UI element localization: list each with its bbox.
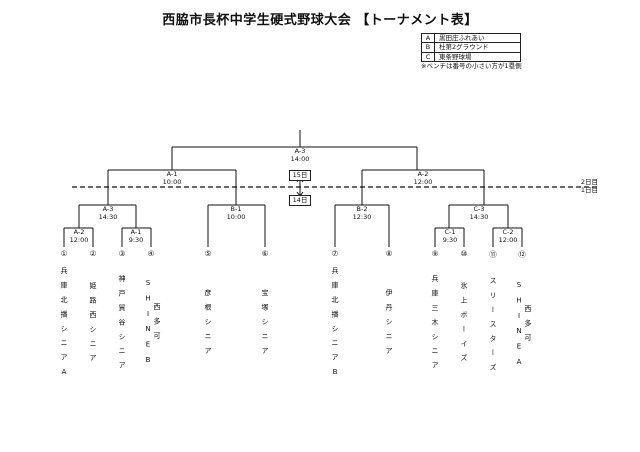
match-time: 14:30 (98, 212, 118, 221)
match-code: B-2 (356, 205, 368, 213)
match-time: 12:00 (69, 235, 89, 244)
match-qf2: B-1 10:00 (216, 205, 256, 221)
team-name: 神戸貿谷シニア (118, 274, 126, 376)
team-name: スリースターズ (489, 276, 497, 378)
team-entry: ⑧ 伊丹シニア (382, 249, 396, 390)
team-entry: ⑦ 兵庫北播シニアB (328, 249, 342, 390)
match-semi-right: A-2 12:00 (403, 170, 443, 186)
legend-code: A (422, 34, 435, 43)
match-time: 14:00 (290, 154, 310, 163)
team-number: ⑦ (331, 249, 339, 258)
team-number: ① (60, 249, 68, 258)
team-name: 彦根シニア (204, 289, 212, 361)
team-entry: ⑤ 彦根シニア (201, 249, 215, 390)
match-code: B-1 (230, 205, 242, 213)
team-number: ③ (118, 249, 126, 258)
match-semi-left: A-1 10:00 (152, 170, 192, 186)
match-code: A-2 (417, 170, 429, 178)
match-r1-3: C-1 9:30 (430, 228, 470, 244)
match-qf1: A-3 14:30 (88, 205, 128, 221)
day2-label: 2日目 (580, 178, 598, 186)
day1-label: 1日目 (580, 186, 598, 194)
match-time: 9:30 (442, 235, 458, 244)
match-time: 10:00 (162, 177, 182, 186)
legend-venue: 黒田庄ふれあい (439, 34, 485, 42)
team-entry: ⑪ スリースターズ (486, 249, 500, 392)
legend-row: A 黒田庄ふれあい (422, 34, 520, 44)
team-name: 兵庫北播シニアB (331, 266, 339, 384)
match-time: 9:30 (128, 235, 144, 244)
team-name: 兵庫三木シニア (431, 274, 439, 376)
match-time: 12:00 (498, 235, 518, 244)
team-entry: ② 姫路西シニア (86, 249, 100, 390)
match-qf4: C-3 14:30 (459, 205, 499, 221)
team-number: ② (89, 249, 97, 258)
match-final: A-3 14:00 (280, 147, 320, 163)
team-number: ⑥ (261, 249, 269, 258)
legend-venue: 東条野球場 (439, 52, 472, 61)
match-r1-4: C-2 12:00 (488, 228, 528, 244)
match-code: A-2 (73, 228, 85, 236)
team-name: 姫路西シニア (89, 281, 97, 369)
page-title: 西脇市長杯中学生硬式野球大会 【トーナメント表】 (162, 13, 478, 28)
team-number: ⑫ (518, 250, 526, 259)
match-r1-2: A-1 9:30 (116, 228, 156, 244)
match-code: A-1 (166, 170, 178, 178)
legend-venue: 杜第2グラウンド (439, 43, 489, 52)
bench-note: ※ベンチは番号の小さい方が1塁側 (421, 62, 522, 70)
team-entry: ③ 神戸貿谷シニア (115, 249, 129, 390)
team-name: 西多可SHINEA (515, 280, 532, 374)
match-time: 10:00 (226, 212, 246, 221)
team-name: 西多可SHINEB (144, 278, 161, 372)
match-code: C-3 (473, 205, 485, 213)
match-code: C-1 (444, 228, 456, 236)
match-code: A-3 (102, 205, 114, 213)
team-name: 宝塚シニア (261, 289, 269, 361)
date-box-lower: 14日 (289, 195, 311, 206)
legend-row: C 東条野球場 (422, 52, 520, 62)
team-number: ⑨ (431, 249, 439, 258)
team-entry: ⑫ 西多可SHINEA (515, 249, 532, 392)
match-time: 14:30 (469, 212, 489, 221)
match-r1-1: A-2 12:00 (59, 228, 99, 244)
match-code: A-1 (130, 228, 142, 236)
team-name: 氷上ボーイズ (460, 281, 468, 369)
venue-legend: A 黒田庄ふれあい B 杜第2グラウンド C 東条野球場 (421, 33, 521, 63)
legend-code: C (422, 52, 435, 62)
team-name: 兵庫北播シニアA (60, 266, 68, 384)
match-code: C-2 (502, 228, 514, 236)
legend-row: B 杜第2グラウンド (422, 43, 520, 53)
team-number: ⑤ (204, 249, 212, 258)
team-entry: ⑩ 氷上ボーイズ (457, 249, 471, 390)
match-time: 12:00 (413, 177, 433, 186)
team-entry: ⑨ 兵庫三木シニア (428, 249, 442, 390)
team-name: 伊丹シニア (385, 289, 393, 361)
date-box-upper: 15日 (289, 170, 311, 181)
team-number: ⑧ (385, 249, 393, 258)
team-number: ⑪ (489, 250, 497, 259)
team-entry: ⑥ 宝塚シニア (258, 249, 272, 390)
team-number: ⑩ (460, 249, 468, 258)
match-code: A-3 (294, 147, 306, 155)
legend-code: B (422, 43, 435, 52)
team-number: ④ (147, 249, 155, 258)
team-entry: ① 兵庫北播シニアA (57, 249, 71, 390)
team-entry: ④ 西多可SHINEB (144, 249, 161, 390)
match-time: 12:30 (352, 212, 372, 221)
match-qf3: B-2 12:30 (342, 205, 382, 221)
